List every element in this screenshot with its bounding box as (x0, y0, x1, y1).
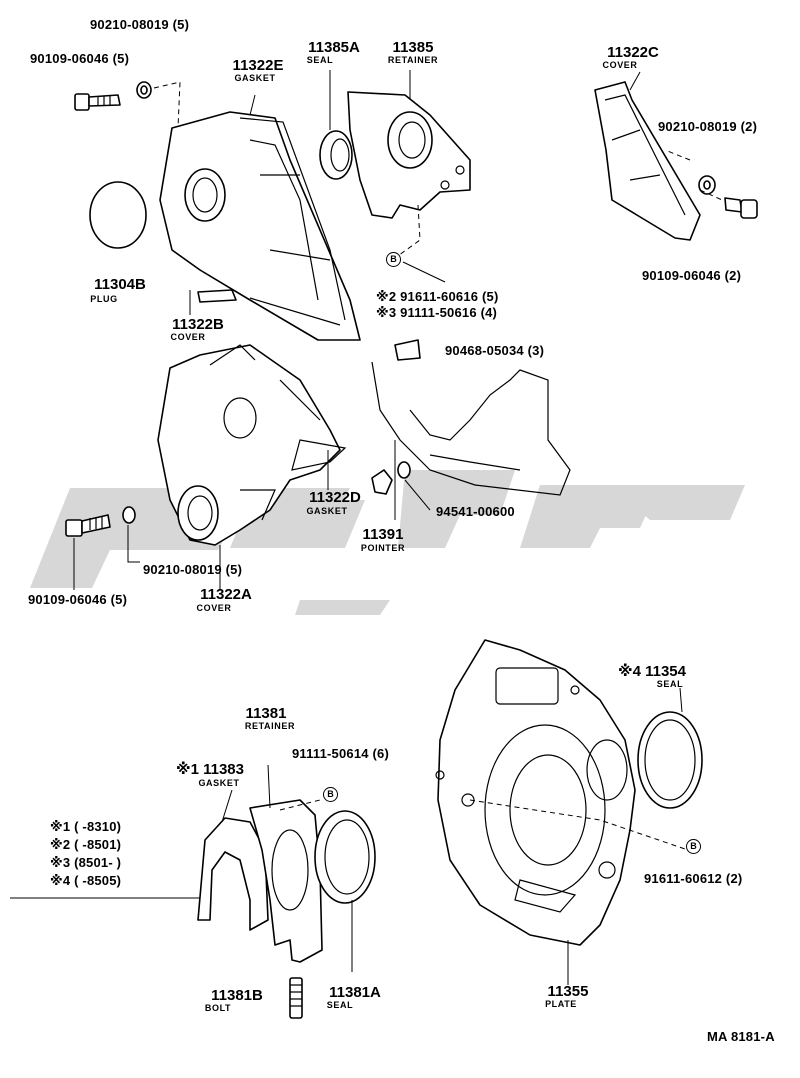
label-11322C-name: COVER (602, 60, 638, 70)
cover-11322C (594, 81, 701, 241)
label-11381A-name: SEAL (326, 1000, 354, 1010)
label-11322D: 11322D (309, 489, 361, 506)
label-90210-08019-top: 90210-08019 (5) (90, 17, 190, 32)
label-11354-name: SEAL (656, 679, 684, 689)
b-marker-top: B (386, 252, 401, 267)
label-11385A: 11385A (308, 39, 360, 56)
label-11322C: 11322C (607, 44, 659, 61)
label-91611-60612: 91611-60612 (2) (644, 871, 743, 886)
label-90109-06046-right: 90109-06046 (2) (642, 268, 742, 283)
seal-11354 (637, 711, 703, 809)
label-11304B: 11304B (94, 276, 146, 293)
label-91111-50614: 91111-50614 (6) (292, 746, 389, 761)
label-11322B-name: COVER (170, 332, 206, 342)
label-90210-08019-right: 90210-08019 (2) (658, 119, 758, 134)
b-marker-bottom: B (686, 839, 701, 854)
label-11381A: 11381A (329, 984, 381, 1001)
note-3: ※3 (8501- ) (50, 855, 122, 870)
label-11355-name: PLATE (545, 999, 577, 1009)
engine-block-outline (371, 361, 571, 496)
label-11381B: 11381B (211, 987, 263, 1004)
retainer-11381 (249, 799, 323, 963)
label-11354: ※4 11354 (618, 663, 686, 680)
label-91611-60616: ※2 91611-60616 (5) (376, 289, 499, 304)
bolt-top-right (724, 197, 758, 219)
label-11381: 11381 (245, 705, 287, 722)
label-11355: 11355 (547, 983, 589, 1000)
bolt-11381B (289, 977, 303, 1019)
label-11322D-name: GASKET (306, 506, 348, 516)
gasket-11322D (291, 439, 347, 471)
plug-11304B (89, 181, 147, 249)
note-4: ※4 ( -8505) (50, 873, 122, 888)
label-11381B-name: BOLT (204, 1003, 232, 1013)
note-1: ※1 ( -8310) (50, 819, 122, 834)
label-11304B-name: PLUG (90, 294, 118, 304)
label-11383: ※1 11383 (176, 761, 244, 778)
figure-code: MA 8181-A (707, 1029, 775, 1044)
b-marker-mid: B (323, 787, 338, 802)
label-11322E-name: GASKET (234, 73, 276, 83)
label-11381-name: RETAINER (244, 721, 296, 731)
label-90109-06046-mid: 90109-06046 (5) (28, 592, 128, 607)
washer-mid-left (122, 506, 136, 524)
cover-11322B (159, 111, 361, 341)
label-11391-name: POINTER (360, 543, 406, 553)
plate-11355 (435, 639, 636, 946)
label-90210-08019-mid: 90210-08019 (5) (143, 562, 243, 577)
label-11322B: 11322B (172, 316, 224, 333)
label-11322A: 11322A (200, 586, 252, 603)
cover-11322A (157, 344, 341, 546)
bolt-mid-left (65, 514, 111, 537)
bolt-top-left (74, 93, 121, 111)
label-90468-05034: 90468-05034 (3) (445, 343, 545, 358)
label-11385: 11385 (392, 39, 434, 56)
grommet-94541 (397, 461, 411, 479)
label-91111-50616: ※3 91111-50616 (4) (376, 305, 498, 320)
label-11383-name: GASKET (198, 778, 240, 788)
label-94541-00600: 94541-00600 (436, 504, 515, 519)
label-90109-06046-top: 90109-06046 (5) (30, 51, 130, 66)
label-11322E: 11322E (232, 57, 284, 74)
note-2: ※2 ( -8501) (50, 837, 122, 852)
label-11385-name: RETAINER (387, 55, 439, 65)
retainer-11385 (347, 91, 471, 219)
clip-90468-05034 (394, 339, 421, 361)
pointer-11391 (371, 469, 393, 495)
label-11322A-name: COVER (196, 603, 232, 613)
seal-11381A (314, 810, 376, 904)
seal-11385A (319, 130, 353, 180)
gasket-11383 (197, 817, 269, 931)
label-11391: 11391 (362, 526, 404, 543)
label-11385A-name: SEAL (306, 55, 334, 65)
